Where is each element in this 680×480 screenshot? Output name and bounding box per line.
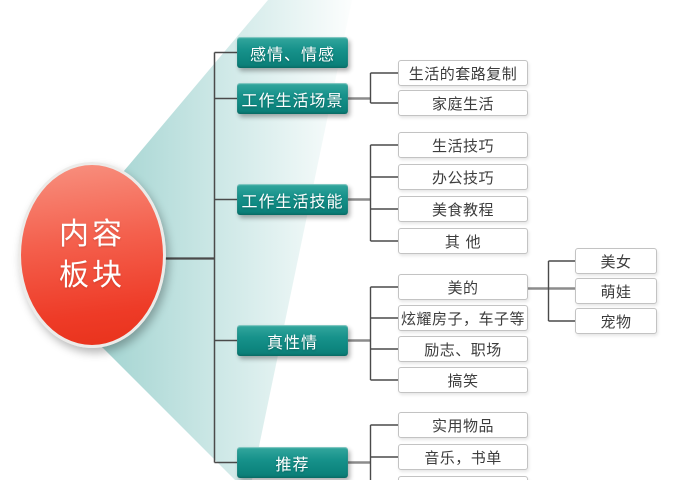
leaf-family-life: 家庭生活 bbox=[398, 90, 528, 116]
parent-links bbox=[348, 97, 575, 464]
branch-recommend: 推荐 bbox=[237, 447, 348, 478]
branch-true-feelings: 真性情 bbox=[237, 325, 348, 356]
leaf-inspiration: 励志、职场 bbox=[398, 336, 528, 362]
root-label-line1: 内容 bbox=[59, 217, 125, 252]
leaf-life-tips: 生活技巧 bbox=[398, 132, 528, 158]
leaf-practical-items: 实用物品 bbox=[398, 412, 528, 438]
branch-emotions: 感情、情感 bbox=[237, 37, 348, 68]
branch-life-skills: 工作生活技能 bbox=[237, 184, 348, 215]
fan-background bbox=[100, 0, 352, 480]
leaf-funny: 搞笑 bbox=[398, 367, 528, 393]
root-node: 内容 板块 bbox=[18, 162, 166, 348]
leaf-pretty-girls: 美女 bbox=[575, 248, 657, 274]
bracket-lines bbox=[369, 72, 575, 480]
leaf-partial-bottom bbox=[398, 476, 528, 480]
trunk-lines bbox=[164, 51, 237, 464]
leaf-show-off: 炫耀房子，车子等 bbox=[398, 305, 528, 331]
leaf-life-routine-copy: 生活的套路复制 bbox=[398, 60, 528, 86]
leaf-others: 其 他 bbox=[398, 228, 528, 254]
leaf-pets: 宠物 bbox=[575, 308, 657, 334]
leaf-beauty-things: 美的 bbox=[398, 274, 528, 300]
leaf-music-books: 音乐，书单 bbox=[398, 444, 528, 470]
branch-life-scenes: 工作生活场景 bbox=[237, 83, 348, 114]
leaf-cute-kids: 萌娃 bbox=[575, 278, 657, 304]
leaf-food-tutorial: 美食教程 bbox=[398, 196, 528, 222]
leaf-office-tips: 办公技巧 bbox=[398, 164, 528, 190]
root-label-line2: 板块 bbox=[59, 258, 125, 293]
